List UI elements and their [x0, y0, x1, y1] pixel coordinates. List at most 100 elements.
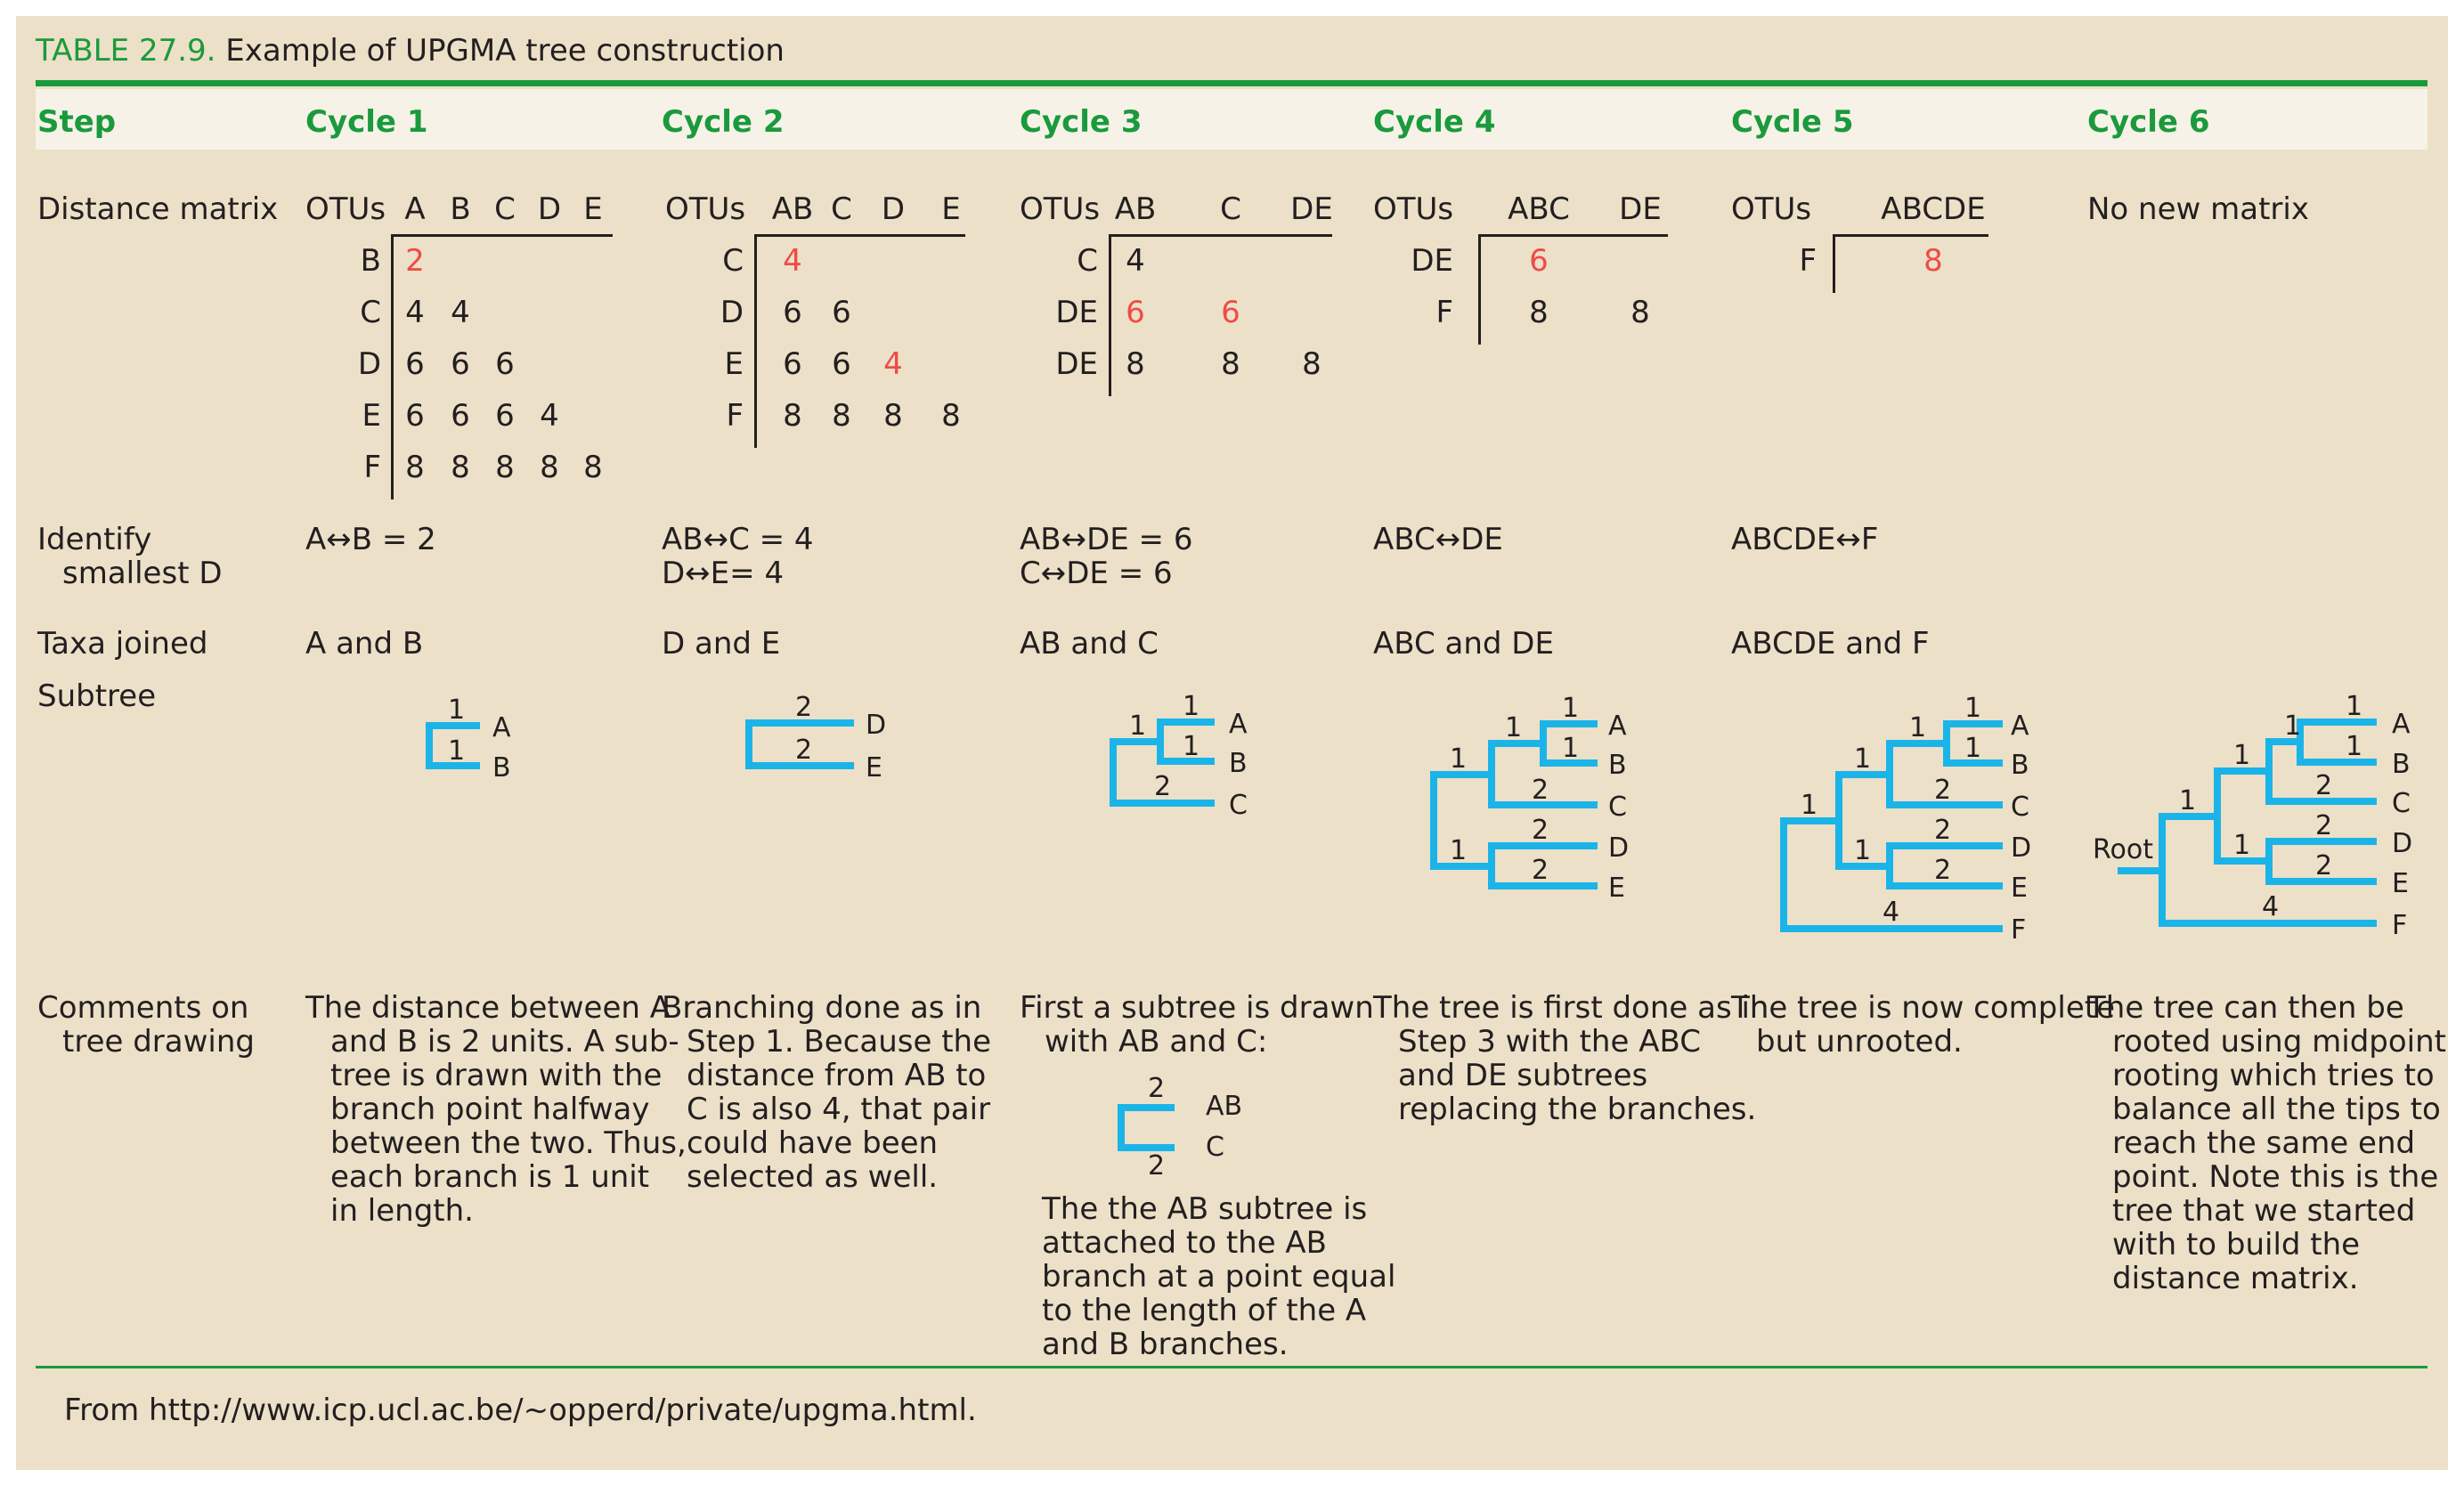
identify-c3-line1: AB↔DE = 6	[1020, 522, 1193, 557]
branch-length-label: 2	[795, 735, 812, 766]
comment-line: Step 3 with the ABC	[1398, 1024, 1701, 1060]
matrix-cell: 6	[832, 295, 851, 330]
table-panel	[16, 16, 2448, 1470]
tip-label: A	[492, 712, 511, 743]
comment-line: reach the same end	[2112, 1125, 2416, 1161]
comment-cycle-6: The tree can then be rooted using midpoi…	[2087, 991, 2446, 1295]
matrix-cell: 8	[451, 450, 470, 485]
matrix-row-label: DE	[1055, 295, 1098, 330]
comment-line: with AB and C:	[1045, 1024, 1268, 1060]
matrix-corner-label: OTUs	[305, 191, 386, 227]
branch-length-label: 1	[1450, 743, 1467, 775]
branch-length-label: 2	[795, 692, 812, 723]
tree-branch	[2118, 719, 2377, 927]
table-number: TABLE 27.9.	[36, 33, 216, 69]
comment-line: distance matrix.	[2112, 1261, 2359, 1296]
matrix-header-rule	[1478, 234, 1668, 237]
matrix-row-label: C	[360, 295, 381, 330]
tree-branch	[1780, 720, 2003, 932]
identify-c1-line1: A↔B = 2	[305, 522, 436, 557]
comment-line: First a subtree is drawn	[1020, 990, 1374, 1026]
subtree-cycle-3: 1 1 1 2 A B C	[1110, 691, 1248, 821]
tip-label: A	[1608, 711, 1627, 742]
matrix-cell-highlight: 4	[783, 243, 802, 279]
matrix-cell-highlight: 6	[1126, 295, 1145, 330]
branch-length-label: 1	[1964, 693, 1981, 724]
branch-length-label: 1	[1562, 733, 1579, 764]
branch-length-label: 4	[2262, 891, 2279, 922]
top-rule	[36, 80, 2427, 86]
matrix-row-label: F	[726, 398, 744, 434]
comment-line: branch at a point equal	[1042, 1259, 1396, 1295]
comment-cycle-1: The distance between A and B is 2 units.…	[305, 991, 687, 1228]
matrix-cell: 6	[783, 295, 802, 330]
root-label: Root	[2093, 834, 2153, 865]
header-cycle-6: Cycle 6	[2087, 104, 2210, 140]
matrix-column-header: DE	[1290, 191, 1333, 227]
matrix-row-label: D	[720, 295, 744, 330]
subtree-cycle-1: 1 1 A B	[426, 694, 511, 784]
tip-label: A	[1229, 709, 1248, 740]
tip-label: A	[2011, 711, 2029, 742]
matrix-cell: 4	[540, 398, 559, 434]
row-label-taxa-joined: Taxa joined	[37, 626, 208, 662]
matrix-row-rule	[391, 234, 394, 499]
identify-c2-line1: AB↔C = 4	[662, 522, 814, 557]
branch-length-label: 1	[448, 694, 465, 726]
matrix-column-header: D	[881, 191, 906, 227]
comment-line: The distance between A	[305, 990, 671, 1026]
comment-line: each branch is 1 unit	[330, 1159, 650, 1195]
branch-length-label: 1	[448, 735, 465, 767]
comment-line: and B is 2 units. A sub-	[330, 1024, 679, 1060]
branch-length-label: 1	[1505, 712, 1522, 743]
header-step: Step	[37, 104, 117, 140]
matrix-cell-highlight: 2	[405, 243, 425, 279]
tip-label: C	[2392, 788, 2411, 819]
matrix-cycle-6-text: No new matrix	[2087, 191, 2309, 227]
matrix-cell: 6	[495, 346, 515, 382]
matrix-row-label: E	[724, 346, 744, 382]
tip-label: E	[2011, 873, 2028, 904]
matrix-row-label: D	[357, 346, 381, 382]
matrix-cell: 4	[1126, 243, 1145, 279]
tip-label: E	[2392, 868, 2409, 899]
matrix-row-label: C	[722, 243, 744, 279]
matrix-cell-highlight: 6	[1221, 295, 1240, 330]
matrix-row-label: B	[360, 243, 381, 279]
comment-line: replacing the branches.	[1398, 1092, 1757, 1127]
tip-label: A	[2392, 709, 2411, 740]
row-label-tree-drawing: tree drawing	[62, 1024, 255, 1060]
branch-length-label: 2	[1532, 815, 1549, 846]
matrix-cell: 8	[1529, 295, 1549, 330]
comment-cycle-3-body: The the AB subtree is attached to the AB…	[1042, 1192, 1395, 1361]
matrix-cell: 6	[405, 398, 425, 434]
matrix-cell: 6	[495, 398, 515, 434]
matrix-cell: 8	[832, 398, 851, 434]
comment-cycle-3-intro: First a subtree is drawn with AB and C:	[1020, 991, 1374, 1059]
row-label-smallest-d: smallest D	[62, 556, 223, 591]
matrix-column-header: AB	[771, 191, 814, 227]
matrix-cell: 6	[832, 346, 851, 382]
branch-length-label: 2	[1148, 1150, 1165, 1181]
comment-line: point. Note this is the	[2112, 1159, 2439, 1195]
comment-line: between the two. Thus,	[330, 1125, 687, 1161]
matrix-cell: 8	[1302, 346, 1321, 382]
subtree-cycle-4: 1 1 1 1 2 2 1 2 A B C D E	[1430, 693, 1629, 904]
header-cycle-4: Cycle 4	[1373, 104, 1496, 140]
branch-length-label: 1	[1854, 743, 1871, 775]
matrix-corner-label: OTUs	[1731, 191, 1812, 227]
matrix-column-header: B	[450, 191, 471, 227]
taxa-joined-c2: D and E	[662, 626, 781, 662]
tip-label: B	[1608, 750, 1627, 781]
branch-length-label: 1	[2179, 785, 2196, 816]
tip-label: C	[1206, 1132, 1224, 1163]
branch-length-label: 2	[1934, 855, 1951, 886]
comment-line: The tree is now complete	[1731, 990, 2115, 1026]
matrix-column-header: D	[537, 191, 562, 227]
subtree-cycle-6: 1 1 1 1 2 2 1 2 1 4 Root A B C D E F	[2093, 691, 2412, 941]
taxa-joined-c3: AB and C	[1020, 626, 1159, 662]
matrix-column-header: AB	[1114, 191, 1157, 227]
branch-length-label: 1	[1854, 835, 1871, 866]
matrix-corner-label: OTUs	[665, 191, 746, 227]
taxa-joined-c1: A and B	[305, 626, 424, 662]
